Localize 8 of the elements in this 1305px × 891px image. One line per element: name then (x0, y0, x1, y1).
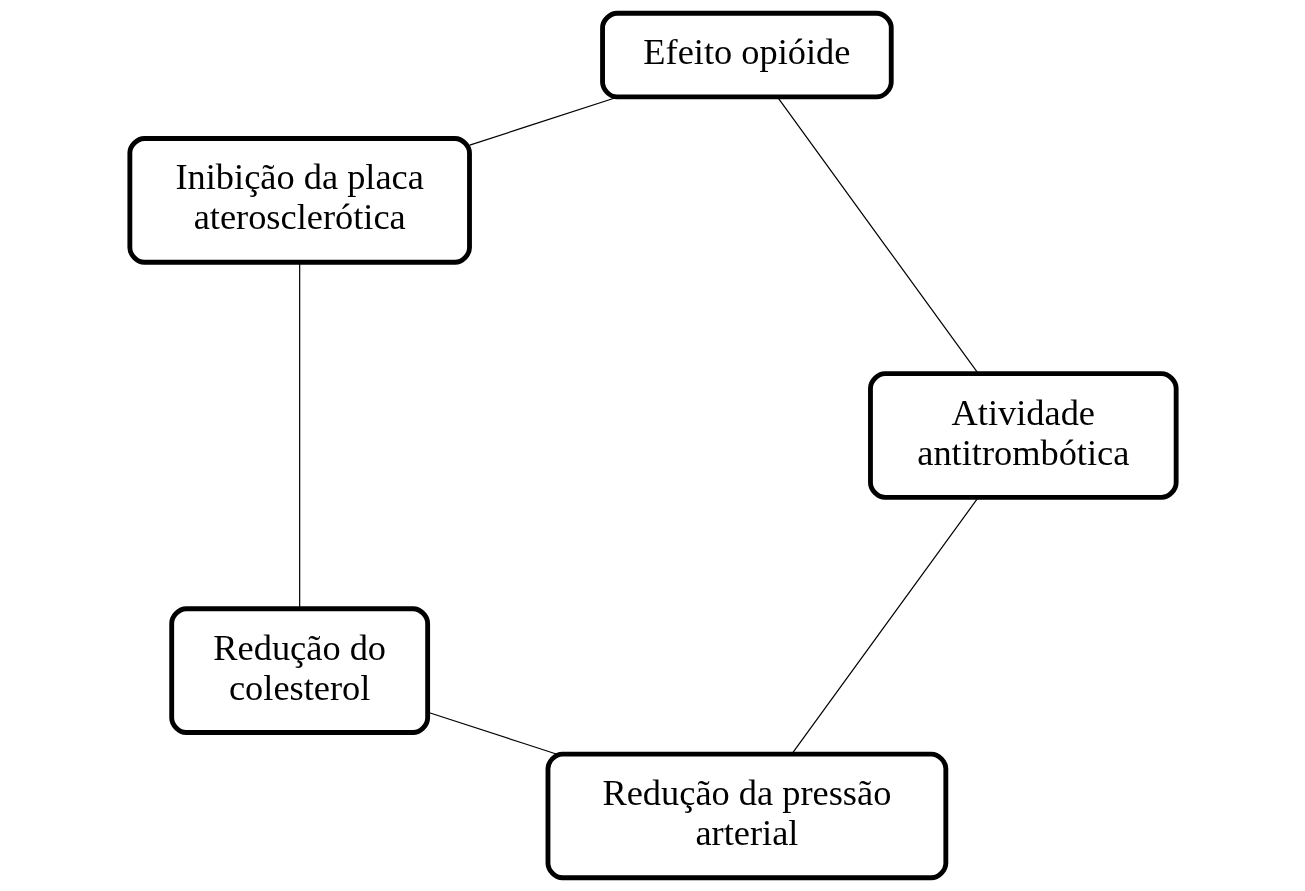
node-box: Efeito opióide (599, 10, 894, 100)
node-box: Atividade antitrombótica (867, 371, 1179, 500)
connector (776, 96, 979, 374)
node-box: Inibição da placa aterosclerótica (126, 136, 472, 265)
node-box: Redução da pressão arterial (545, 751, 948, 881)
connector (298, 261, 300, 610)
connector (790, 496, 979, 755)
node-box: Redução do colesterol (168, 606, 430, 735)
